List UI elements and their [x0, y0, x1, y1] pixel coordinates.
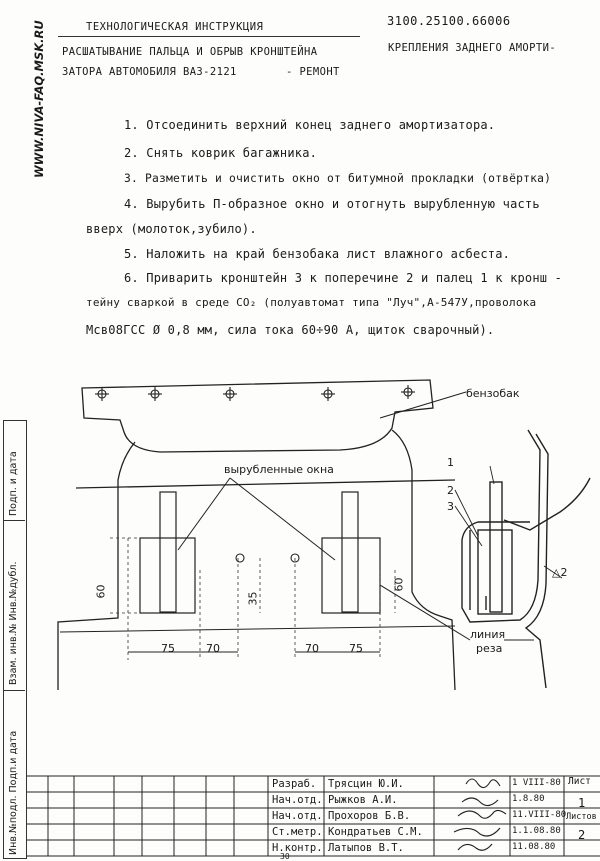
- tb-role-1: Разраб.: [272, 778, 317, 790]
- title-line-1: РАСШАТЫВАНИЕ ПАЛЬЦА И ОБРЫВ КРОНШТЕЙНА: [62, 46, 318, 58]
- cut-windows: [139, 491, 381, 614]
- callout-3: 3: [447, 500, 454, 513]
- mount-holes: [95, 385, 415, 563]
- tb-date-3: 11.VIII-80: [512, 810, 567, 820]
- side-stamp-divider-2: [3, 690, 25, 691]
- tb-date-1: 1 VIII-80: [512, 778, 561, 788]
- step-6-cont-1: тейну сваркой в среде CO₂ (полуавтомат т…: [86, 296, 537, 309]
- side-stamp-frame: [3, 420, 27, 859]
- dim-60-left: 60: [94, 584, 108, 599]
- tb-name-4: Кондратьев С.М.: [328, 826, 423, 838]
- tb-role-4: Ст.метр.: [272, 826, 323, 838]
- side-stamp-replacement: Взам. инв.№ Инв.№дубл.: [8, 561, 19, 685]
- dim-70-right: 70: [305, 642, 319, 655]
- step-3: 3. Разметить и очистить окно от битумной…: [124, 172, 552, 185]
- callout-2: 2: [447, 484, 454, 497]
- label-fuel-tank: бензобак: [466, 387, 520, 400]
- title-line-1b: КРЕПЛЕНИЯ ЗАДНЕГО АМОРТИ-: [388, 42, 557, 54]
- tb-name-3: Прохоров Б.В.: [328, 810, 411, 822]
- step-2: 2. Снять коврик багажника.: [124, 146, 318, 160]
- dim-35: 35: [246, 591, 260, 606]
- side-stamp-original: Инв.№подл. Подп.и дата: [8, 730, 19, 855]
- section-view: [461, 429, 591, 689]
- dim-60-right: 60: [392, 577, 406, 592]
- header-rule: [58, 36, 360, 37]
- tb-date-4: 1.1.08.80: [512, 826, 561, 836]
- side-stamp-divider: [3, 520, 25, 521]
- callout-weld-2: △2: [552, 566, 568, 579]
- tb-role-3: Нач.отд.: [272, 810, 323, 822]
- doc-number: 3100.25100.66006: [387, 14, 511, 28]
- footer-number: 30: [280, 852, 290, 861]
- doc-type-header: ТЕХНОЛОГИЧЕСКАЯ ИНСТРУКЦИЯ: [86, 21, 264, 33]
- tb-role-2: Нач.отд.: [272, 794, 323, 806]
- title-block-grid: [26, 775, 600, 857]
- side-stamp-signature: Подп. и дата: [8, 451, 19, 516]
- technical-drawing: [57, 379, 591, 690]
- tb-name-5: Латыпов В.Т.: [328, 842, 404, 854]
- signatures: [453, 778, 507, 851]
- watermark-text: WWW.NIVA-FAQ.MSK.RU: [32, 20, 46, 178]
- step-4: 4. Вырубить П-образное окно и отогнуть в…: [124, 197, 540, 211]
- tb-sheet-label: Лист: [568, 776, 591, 787]
- tb-sheets-value: 2: [578, 828, 586, 842]
- dim-70-left: 70: [206, 642, 220, 655]
- tb-name-1: Трясцин Ю.И.: [328, 778, 404, 790]
- step-6-cont-2: Мсв08ГСС Ø 0,8 мм, сила тока 60÷90 А, щи…: [86, 323, 495, 337]
- tb-role-5: Н.контр.: [272, 842, 323, 854]
- dim-75-right: 75: [349, 642, 363, 655]
- step-4-cont: вверх (молоток,зубило).: [86, 222, 257, 236]
- title-line-2b: - РЕМОНТ: [286, 66, 340, 78]
- tb-sheet-value: 1: [578, 796, 586, 810]
- tb-date-5: 11.08.80: [512, 842, 556, 852]
- step-6: 6. Приварить кронштейн 3 к поперечине 2 …: [124, 271, 563, 285]
- step-1: 1. Отсоединить верхний конец заднего амо…: [124, 118, 496, 132]
- tb-name-2: Рыжков А.И.: [328, 794, 398, 806]
- dim-75-left: 75: [161, 642, 175, 655]
- label-cut-line-1: линия: [470, 628, 506, 641]
- step-5: 5. Наложить на край бензобака лист влажн…: [124, 247, 511, 261]
- tank-flange: [81, 379, 434, 453]
- callout-1: 1: [447, 456, 454, 469]
- floor-panel: [57, 429, 456, 690]
- title-line-2: ЗАТОРА АВТОМОБИЛЯ ВАЗ-2121: [62, 66, 237, 78]
- tb-sheets-label: Листов: [566, 812, 597, 822]
- label-cut-line-2: реза: [476, 642, 503, 655]
- tb-date-2: 1.8.80: [512, 794, 545, 804]
- label-cut-windows: вырубленные окна: [224, 463, 334, 476]
